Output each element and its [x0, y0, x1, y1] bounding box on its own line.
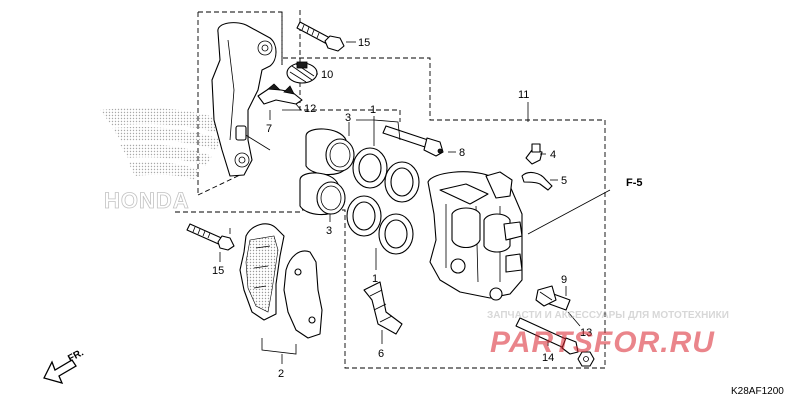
caliper-body-11 [427, 171, 523, 301]
nut-13 [577, 351, 595, 367]
bolt-15-top [296, 21, 345, 52]
honda-logo-text: HONDA [104, 188, 190, 213]
callout-5: 5 [561, 175, 567, 187]
slide-pin-8 [382, 125, 444, 157]
honda-logo: HONDA [100, 107, 230, 213]
assembly-boundary [175, 10, 606, 369]
callout-3-lower: 3 [326, 225, 332, 237]
reference-f5: F-5 [626, 177, 643, 189]
brake-pad-2-front [239, 223, 285, 321]
watermark-site: PARTSFOR.RU [490, 326, 715, 359]
callout-15-lower: 15 [212, 265, 224, 277]
callout-7: 7 [266, 123, 272, 135]
caliper-bracket-12 [211, 22, 277, 177]
leader-lines [219, 41, 611, 364]
callout-15-top: 15 [358, 37, 370, 49]
caliper-pin-9 [535, 285, 571, 311]
bleeder-cap-5 [521, 171, 553, 191]
brake-pad-2-rear [283, 250, 323, 339]
callout-6: 6 [378, 348, 384, 360]
callout-10: 10 [321, 69, 333, 81]
callout-13: 13 [580, 327, 592, 339]
callout-2: 2 [278, 368, 284, 380]
retainer-clip-7 [257, 83, 303, 105]
callout-8: 8 [459, 147, 465, 159]
rubber-boot-10 [286, 61, 318, 84]
front-arrow-icon [43, 359, 77, 384]
seal-1-set [346, 147, 420, 255]
bolt-15-lower [186, 223, 235, 251]
watermark: ЗАПЧАСТИ И АКСЕССУАРЫ ДЛЯ МОТОТЕХНИКИ PA… [487, 310, 729, 359]
piston-3-lower [299, 172, 346, 216]
callout-11: 11 [518, 89, 529, 101]
pin-14 [515, 317, 579, 355]
diagram-code: K28AF1200 [731, 386, 784, 397]
front-label: FR. [66, 347, 86, 364]
front-direction-indicator: FR. [43, 347, 86, 384]
callout-1-upper: 1 [370, 104, 376, 116]
callout-labels: 15 10 12 7 3 1 8 11 4 5 F-5 3 1 9 13 14 … [212, 37, 643, 380]
pad-spring-6 [363, 281, 403, 335]
callout-3-upper: 3 [345, 112, 351, 124]
callout-12: 12 [304, 103, 316, 115]
callout-4: 4 [550, 149, 556, 161]
piston-3-upper [305, 128, 355, 176]
watermark-caption: ЗАПЧАСТИ И АКСЕССУАРЫ ДЛЯ МОТОТЕХНИКИ [487, 310, 729, 321]
callout-1-lower: 1 [372, 273, 378, 285]
bleeder-valve-4 [525, 143, 543, 165]
callout-14: 14 [542, 352, 554, 364]
callout-9: 9 [561, 274, 567, 286]
